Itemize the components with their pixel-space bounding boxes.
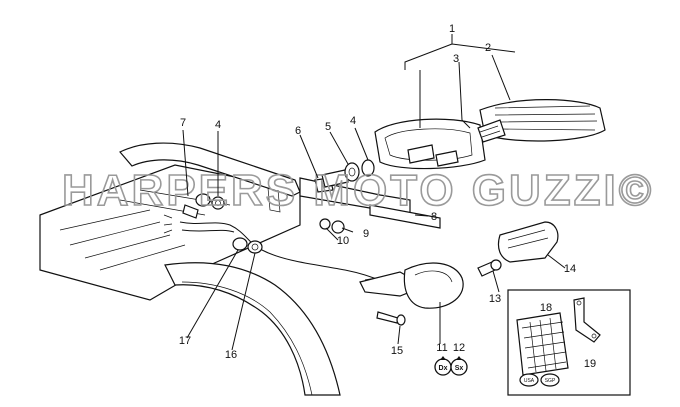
- callout-7: 7: [180, 117, 186, 129]
- rear-fender: [39, 164, 341, 396]
- cable-grommets: [232, 237, 263, 254]
- turn-signal-lens: [497, 221, 559, 263]
- callout-2: 2: [485, 42, 491, 54]
- callout-4-right: 4: [350, 115, 356, 127]
- badge-left-side: Sx: [455, 365, 464, 372]
- side-badges: Dx Sx: [434, 356, 468, 376]
- callout-6: 6: [295, 125, 301, 137]
- callout-labels: 1 2 3 4 4 5 6 7 8 9 10 11 12 13 14 15 16…: [179, 23, 596, 370]
- callout-11: 11: [436, 342, 447, 354]
- market-badge-sgp: SGP: [545, 378, 556, 384]
- callout-1: 1: [449, 23, 455, 35]
- reflector-inset: USA SGP: [507, 289, 631, 396]
- callout-13: 13: [489, 293, 501, 305]
- callout-5: 5: [325, 121, 331, 133]
- callout-17: 17: [179, 335, 191, 347]
- spacers: [321, 159, 375, 188]
- watermark: HARPERS MOTO GUZZI©: [62, 166, 654, 215]
- callout-19: 19: [584, 358, 596, 370]
- callout-16: 16: [225, 349, 237, 361]
- callout-18: 18: [540, 302, 552, 314]
- screw: [376, 311, 406, 326]
- callout-14: 14: [564, 263, 576, 275]
- callout-4-left: 4: [215, 119, 221, 131]
- badge-right-side: Dx: [439, 365, 448, 372]
- callout-10: 10: [337, 235, 349, 247]
- callout-9: 9: [363, 228, 369, 240]
- rubber-grommets: [182, 193, 225, 219]
- turn-signal: [359, 262, 464, 309]
- nuts-and-washers: [319, 218, 345, 234]
- callout-8: 8: [431, 211, 437, 223]
- bulb: [477, 259, 502, 277]
- tail-light-assembly: [374, 99, 606, 170]
- callout-12: 12: [453, 342, 465, 354]
- leader-lines: [182, 34, 566, 351]
- callout-3: 3: [453, 53, 459, 65]
- market-badge-usa: USA: [524, 378, 535, 384]
- callout-15: 15: [391, 345, 403, 357]
- wiring-harness: [163, 214, 396, 289]
